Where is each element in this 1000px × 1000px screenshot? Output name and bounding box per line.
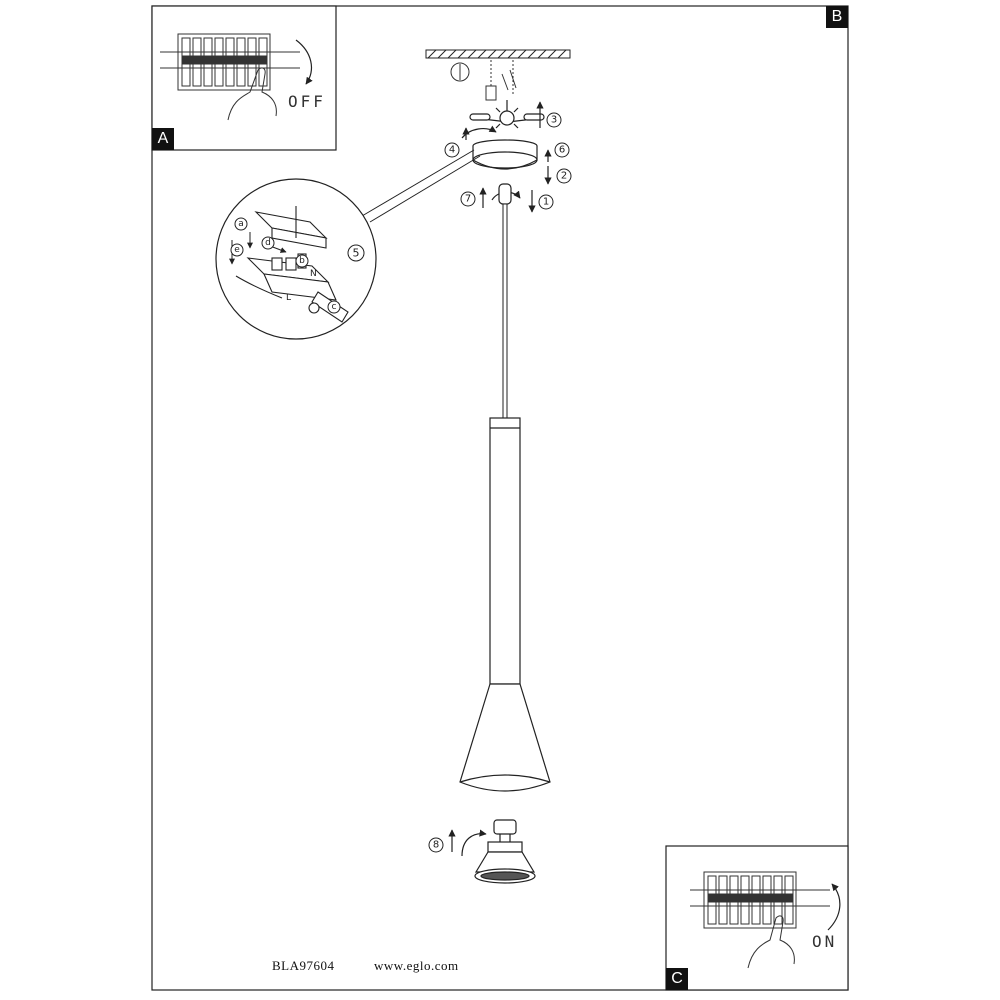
website-url: www.eglo.com: [374, 958, 459, 973]
gu10-bulb-icon: [474, 819, 536, 884]
model-number: BLA97604: [272, 958, 335, 973]
step-7-label: 7: [465, 194, 471, 205]
panel-a-breaker-off: [151, 5, 337, 151]
hand-pressing-switch-icon: [747, 915, 795, 969]
step-5-label: 5: [353, 247, 360, 260]
pendant-body-icon: [459, 417, 551, 792]
rotate-up-arrow-icon: [827, 883, 841, 931]
panel-c-breaker-on: [665, 845, 849, 991]
panel-b-tag: B: [826, 6, 848, 28]
detail-label-b: b: [299, 256, 305, 266]
step-1-label: 1: [543, 197, 549, 208]
switch-on-label: ON: [812, 932, 838, 951]
circuit-breaker-icon: [690, 871, 830, 929]
bulb-insert-arrows: [448, 829, 487, 857]
panel-a-tag: A: [152, 128, 174, 150]
mounting-bracket-icon: [469, 100, 545, 129]
detail-pointer-line: [369, 155, 481, 223]
detail-label-markers: [230, 217, 341, 314]
terminal-mark-l: L: [286, 293, 291, 303]
step-4-label: 4: [449, 145, 455, 156]
detail-label-e: e: [234, 245, 240, 255]
cable-grip-icon: [498, 183, 512, 205]
detail-label-a: a: [238, 219, 244, 229]
suspension-rod-icon: [502, 203, 508, 419]
hand-pressing-switch-icon: [227, 67, 277, 121]
canopy-icon: [472, 139, 538, 170]
screw-and-dowel-icon: [450, 60, 517, 101]
step-6-label: 6: [559, 145, 565, 156]
panel-c-tag: C: [666, 968, 688, 990]
step-2-label: 2: [561, 171, 567, 182]
ceiling-icon: [425, 49, 571, 59]
terminal-mark-n: N: [310, 269, 317, 279]
detail-pointer-line: [361, 149, 475, 217]
switch-off-label: OFF: [288, 92, 326, 111]
detail-label-c: c: [332, 302, 337, 312]
rotate-down-arrow-icon: [295, 39, 313, 85]
page-frame: [151, 5, 849, 991]
step-8-label: 8: [433, 840, 439, 851]
step-markers: [347, 112, 572, 853]
detail-label-d: d: [265, 238, 271, 248]
step-3-label: 3: [551, 115, 557, 126]
